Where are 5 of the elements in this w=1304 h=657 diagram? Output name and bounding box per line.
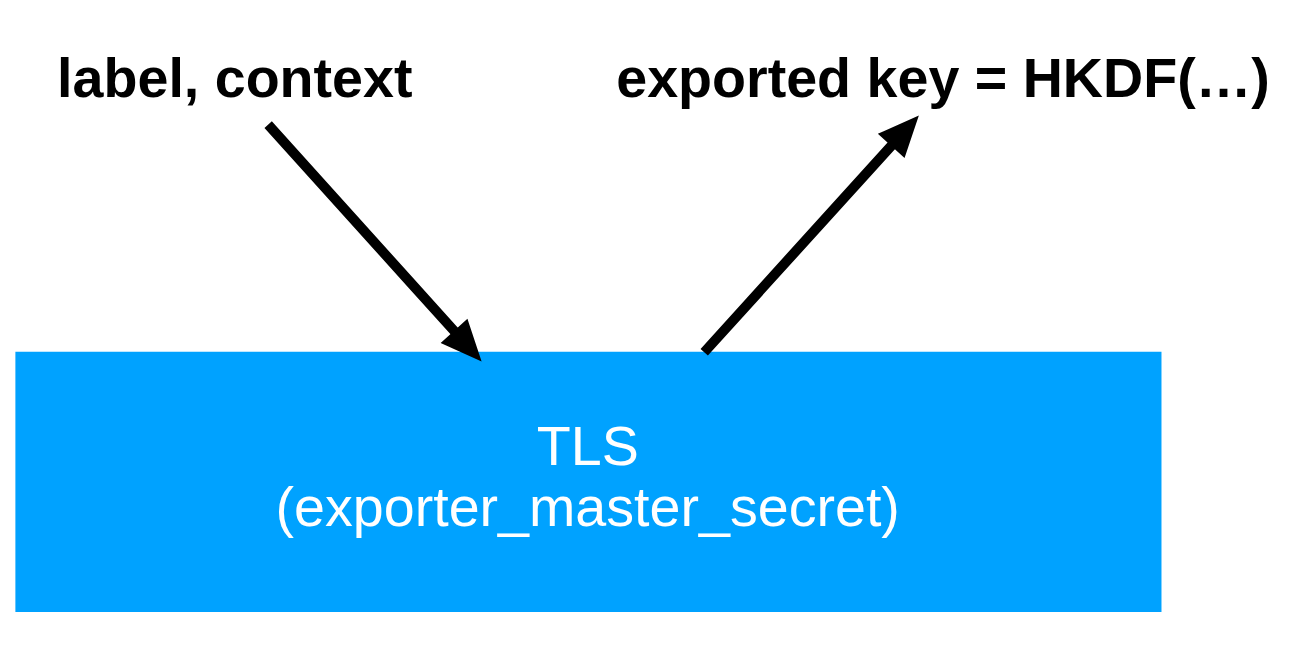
- arrow: [264, 120, 482, 361]
- node-text: label, context: [57, 46, 413, 109]
- node-text: exported key = HKDF(…): [616, 46, 1270, 109]
- arrow: [700, 114, 919, 356]
- node-box: TLS (exporter_master_secret): [15, 351, 1162, 612]
